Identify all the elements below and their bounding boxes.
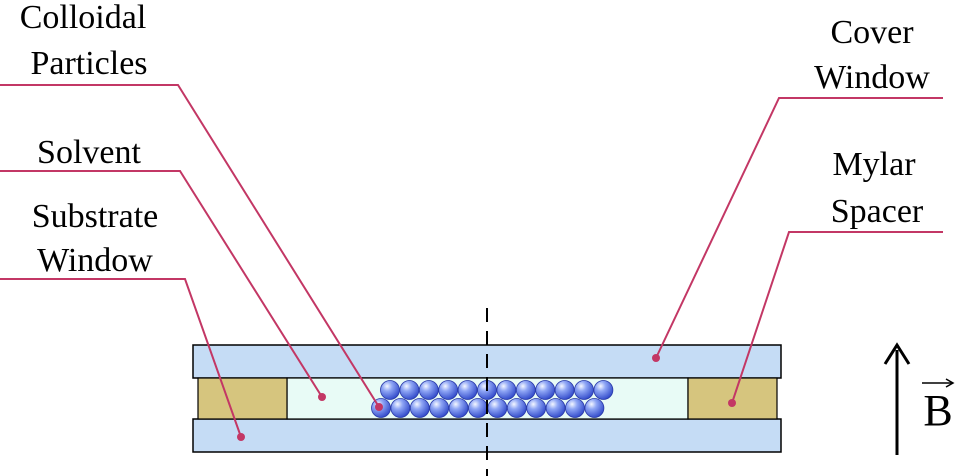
leader-dot-cover (652, 354, 660, 362)
colloidal-particles (371, 380, 614, 418)
colloidal-particle (574, 380, 594, 400)
magnetic-field-label: B (922, 378, 955, 435)
colloidal-particle (554, 380, 575, 400)
colloidal-particle (448, 398, 469, 418)
label-solvent: Solvent (37, 134, 141, 171)
leader-dot-solvent (318, 393, 326, 401)
leader-dot-substrate (237, 433, 245, 441)
colloidal-particle (390, 398, 411, 418)
mylar-spacer-left (197, 377, 288, 420)
leader-dot-mylar (728, 399, 736, 407)
colloidal-particle (487, 398, 508, 418)
label-cover-window: Cover Window (814, 14, 930, 96)
svg-text:Substrate: Substrate (32, 198, 159, 235)
colloidal-particle (438, 380, 459, 400)
leader-solvent (0, 170, 323, 398)
svg-text:Solvent: Solvent (37, 134, 141, 171)
colloidal-particle (468, 398, 488, 418)
colloidal-particle (409, 398, 430, 418)
colloidal-particle (506, 398, 527, 418)
colloidal-particle (399, 380, 420, 400)
colloidal-particle (429, 398, 450, 418)
colloidal-particle (457, 380, 478, 400)
leader-dot-colloidal (375, 403, 383, 411)
vector-arrow-icon (922, 378, 955, 388)
leader-substrate-window (0, 278, 242, 438)
colloidal-particle (565, 398, 585, 418)
label-colloidal-particles: Colloidal Particles (20, 0, 148, 82)
svg-text:Cover: Cover (830, 14, 914, 51)
colloidal-particle (380, 380, 400, 400)
svg-text:B: B (923, 386, 952, 435)
colloidal-particle (496, 380, 517, 400)
colloidal-particle (535, 380, 556, 400)
colloidal-particle (515, 380, 536, 400)
colloidal-particle (418, 380, 439, 400)
colloidal-particle (584, 398, 605, 418)
svg-text:Spacer: Spacer (831, 193, 924, 230)
svg-text:Window: Window (814, 59, 930, 96)
svg-text:Window: Window (37, 242, 153, 279)
label-substrate-window: Substrate Window (32, 198, 159, 279)
label-mylar-spacer: Mylar Spacer (831, 146, 924, 230)
colloidal-particle (545, 398, 566, 418)
leader-cover-window (655, 97, 943, 359)
magnetic-field-arrow (883, 342, 911, 455)
svg-text:Colloidal: Colloidal (20, 0, 147, 36)
svg-text:Mylar: Mylar (832, 146, 916, 183)
colloidal-particle (526, 398, 547, 418)
leader-mylar-spacer (731, 231, 943, 404)
colloidal-particle (593, 380, 614, 400)
svg-text:Particles: Particles (30, 45, 147, 82)
leader-colloidal-particles (0, 84, 380, 408)
